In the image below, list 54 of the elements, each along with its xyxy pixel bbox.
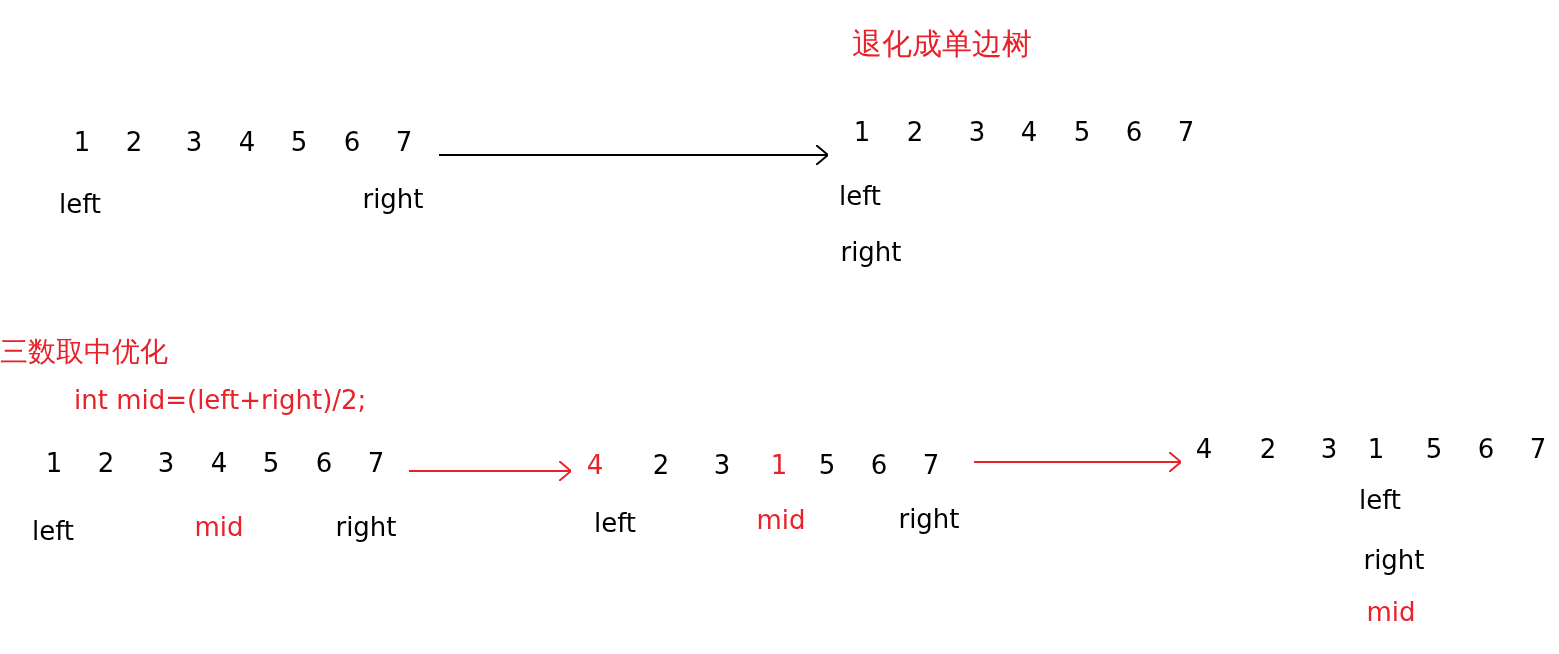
- array-element: 5: [290, 127, 308, 159]
- array-element: 3: [185, 127, 203, 159]
- pointer-label: right: [362, 184, 424, 216]
- array-element: 1: [73, 127, 91, 159]
- array-element: 6: [1125, 117, 1143, 149]
- array-element: 2: [125, 127, 143, 159]
- array-element: 3: [1320, 434, 1338, 466]
- array-element: 7: [367, 448, 385, 480]
- array-element: 5: [818, 450, 836, 482]
- array-element: 5: [1425, 434, 1443, 466]
- array-element: 7: [1529, 434, 1547, 466]
- array-element: 2: [1259, 434, 1277, 466]
- arrow: [973, 451, 1182, 473]
- pointer-label: right: [1363, 545, 1425, 577]
- pointer-label: mid: [194, 512, 244, 544]
- pointer-label: mid: [756, 505, 806, 537]
- pointer-label: right: [898, 504, 960, 536]
- array-element: 1: [853, 117, 871, 149]
- heading: 三数取中优化: [0, 334, 168, 370]
- array-element: 2: [906, 117, 924, 149]
- arrow: [438, 144, 829, 166]
- array-element: 6: [343, 127, 361, 159]
- pointer-label: right: [335, 512, 397, 544]
- array-element: 5: [262, 448, 280, 480]
- array-element: 3: [713, 450, 731, 482]
- array-element: 1: [1367, 434, 1385, 466]
- array-element: 7: [922, 450, 940, 482]
- code-line: int mid=(left+right)/2;: [74, 385, 367, 415]
- arrow: [408, 460, 572, 482]
- array-element: 5: [1073, 117, 1091, 149]
- array-element: 1: [770, 450, 788, 482]
- array-element: 2: [97, 448, 115, 480]
- pointer-label: left: [58, 189, 102, 221]
- pointer-label: right: [840, 237, 902, 269]
- array-element: 3: [157, 448, 175, 480]
- pointer-label: left: [593, 508, 637, 540]
- array-element: 6: [315, 448, 333, 480]
- array-element: 6: [870, 450, 888, 482]
- array-element: 4: [210, 448, 228, 480]
- array-element: 4: [238, 127, 256, 159]
- pointer-label: left: [31, 516, 75, 548]
- array-element: 4: [586, 450, 604, 482]
- array-element: 2: [652, 450, 670, 482]
- array-element: 7: [395, 127, 413, 159]
- pointer-label: left: [838, 181, 882, 213]
- pointer-label: mid: [1366, 597, 1416, 629]
- array-element: 1: [45, 448, 63, 480]
- heading: 退化成单边树: [852, 24, 1032, 63]
- pointer-label: left: [1358, 485, 1402, 517]
- array-element: 4: [1195, 434, 1213, 466]
- array-element: 3: [968, 117, 986, 149]
- array-element: 7: [1177, 117, 1195, 149]
- array-element: 4: [1020, 117, 1038, 149]
- array-element: 6: [1477, 434, 1495, 466]
